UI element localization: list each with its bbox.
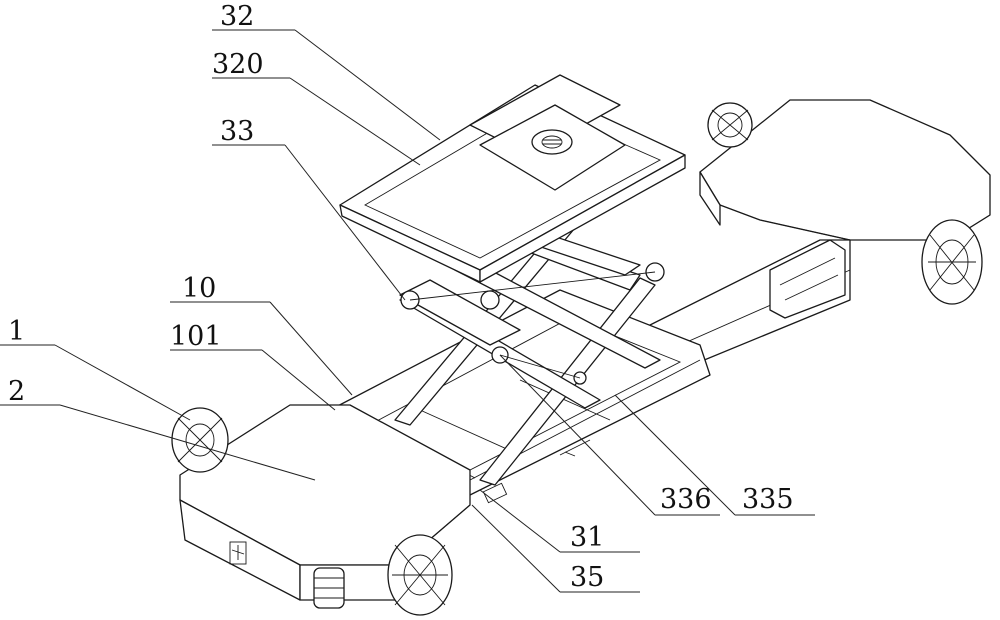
label-35: 35 bbox=[570, 562, 604, 593]
top-platform bbox=[340, 75, 685, 282]
label-31: 31 bbox=[570, 522, 604, 553]
rear-roller bbox=[314, 568, 344, 608]
label-2: 2 bbox=[8, 376, 25, 407]
label-33: 33 bbox=[220, 116, 254, 147]
label-1: 1 bbox=[8, 316, 25, 347]
label-335: 335 bbox=[742, 484, 794, 515]
label-320: 320 bbox=[212, 49, 264, 80]
mecanum-wheel-front-right bbox=[922, 220, 982, 304]
label-336: 336 bbox=[660, 484, 712, 515]
mecanum-wheel-front-left bbox=[388, 535, 452, 615]
mecanum-wheel-rear-right bbox=[708, 103, 752, 147]
label-101: 101 bbox=[170, 321, 222, 352]
label-32: 32 bbox=[220, 1, 254, 32]
label-10: 10 bbox=[182, 273, 216, 304]
